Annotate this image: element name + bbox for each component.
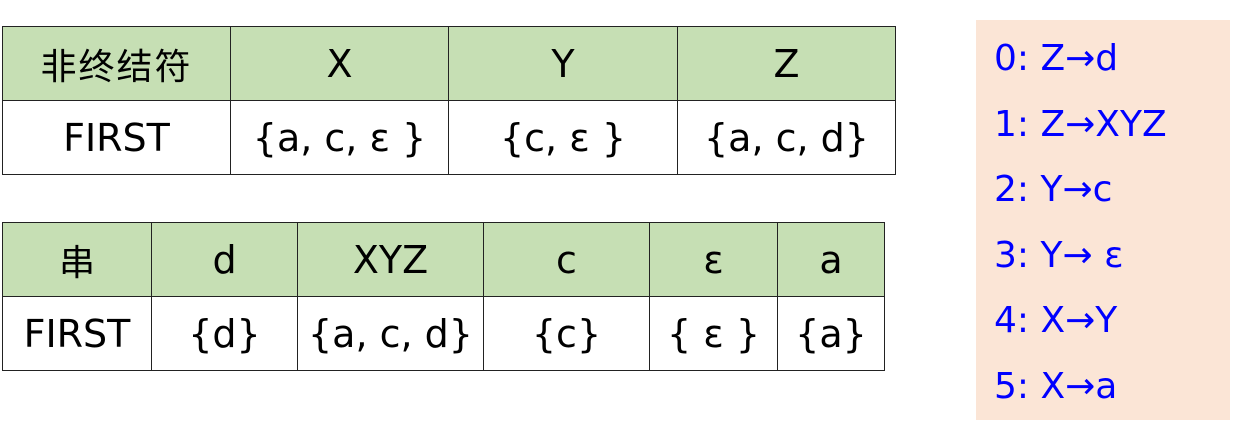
header-cell-x: X bbox=[230, 26, 449, 101]
table-header-row: 串 d XYZ c ε a bbox=[2, 222, 885, 297]
header-cell-d: d bbox=[151, 222, 298, 297]
table-row-first: FIRST {a, c, ε } {c, ε } {a, c, d} bbox=[2, 100, 896, 175]
header-cell-z: Z bbox=[677, 26, 896, 101]
first-set-d: {d} bbox=[151, 296, 298, 371]
table-row-first: FIRST {d} {a, c, d} {c} { ε } {a} bbox=[2, 296, 885, 371]
first-set-c: {c} bbox=[483, 296, 650, 371]
production-rule-0: 0: Z→d bbox=[994, 38, 1119, 79]
string-first-table: 串 d XYZ c ε a FIRST {d} {a, c, d} {c} { … bbox=[2, 222, 885, 371]
first-set-a: {a} bbox=[777, 296, 885, 371]
header-cell-epsilon: ε bbox=[649, 222, 778, 297]
production-rule-3: 3: Y→ ε bbox=[994, 234, 1124, 276]
header-cell-string: 串 bbox=[2, 222, 152, 297]
first-set-epsilon: { ε } bbox=[649, 296, 778, 371]
header-cell-c: c bbox=[483, 222, 650, 297]
first-set-y: {c, ε } bbox=[448, 100, 678, 175]
row-label-first: FIRST bbox=[2, 100, 231, 175]
header-cell-a: a bbox=[777, 222, 885, 297]
first-set-xyz: {a, c, d} bbox=[297, 296, 484, 371]
header-cell-xyz: XYZ bbox=[297, 222, 484, 297]
table-header-row: 非终结符 X Y Z bbox=[2, 26, 896, 101]
production-rule-5: 5: X→a bbox=[994, 365, 1118, 407]
first-set-x: {a, c, ε } bbox=[230, 100, 449, 175]
production-rules-panel: 0: Z→d 1: Z→XYZ 2: Y→c 3: Y→ ε 4: X→Y 5:… bbox=[976, 20, 1230, 420]
production-rule-1: 1: Z→XYZ bbox=[994, 103, 1167, 145]
header-cell-nonterminal: 非终结符 bbox=[2, 26, 231, 101]
production-rule-4: 4: X→Y bbox=[994, 300, 1118, 341]
nonterminal-first-table: 非终结符 X Y Z FIRST {a, c, ε } {c, ε } {a, … bbox=[2, 26, 896, 175]
header-cell-y: Y bbox=[448, 26, 678, 101]
production-rule-2: 2: Y→c bbox=[994, 169, 1113, 210]
row-label-first: FIRST bbox=[2, 296, 152, 371]
first-set-z: {a, c, d} bbox=[677, 100, 896, 175]
